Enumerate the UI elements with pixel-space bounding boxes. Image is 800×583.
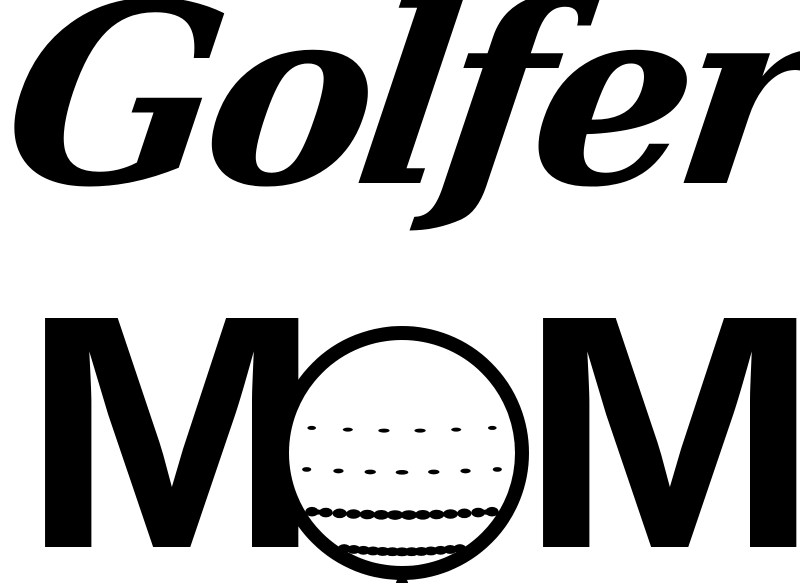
golf-ball-dimple [453, 544, 467, 553]
golf-ball-dimple [342, 427, 353, 432]
golf-ball-dimple [414, 510, 431, 520]
golf-ball-dimple [364, 469, 376, 475]
golf-ball-dimple [443, 509, 458, 519]
golf-ball-dimple [373, 510, 390, 520]
letter-m-right: M [519, 318, 800, 578]
golf-ball-dimple [307, 425, 317, 430]
golf-ball-dimple [451, 427, 462, 432]
golf-ball-dimple [443, 545, 457, 554]
golf-ball-dimple [492, 467, 502, 472]
golf-ball-dimple [485, 506, 499, 517]
golf-ball-dimple [487, 425, 497, 430]
golf-ball-dimple [471, 507, 486, 518]
letter-m-left-glyph: M [20, 318, 323, 578]
letter-m-right-glyph: M [518, 318, 800, 578]
golf-ball-icon [275, 326, 529, 583]
golf-ball-dimple [395, 469, 409, 475]
letter-m-left: M [21, 318, 323, 578]
golf-ball-dimple [337, 544, 351, 553]
golf-ball-dimple [428, 509, 445, 520]
golf-ball-dimple [396, 569, 408, 578]
golf-ball-dimple [378, 428, 390, 433]
golf-ball-dimple [428, 469, 440, 475]
golf-ball-dimple [457, 508, 472, 519]
golf-ball-dimple [386, 510, 404, 520]
golf-ball-dimple [318, 507, 333, 518]
golf-ball-dimple [302, 467, 312, 472]
golf-ball-dimple [332, 508, 347, 519]
golfer-script-text: Golfer [0, 0, 800, 242]
golf-ball-dimple [400, 510, 418, 520]
golf-ball-dimple [359, 509, 376, 520]
golf-ball-dimple [333, 468, 344, 474]
golf-ball-dimple [305, 506, 319, 517]
golf-ball-dimple [414, 428, 426, 433]
golf-ball-dimple [460, 468, 471, 474]
golf-ball-dimple [346, 509, 361, 519]
